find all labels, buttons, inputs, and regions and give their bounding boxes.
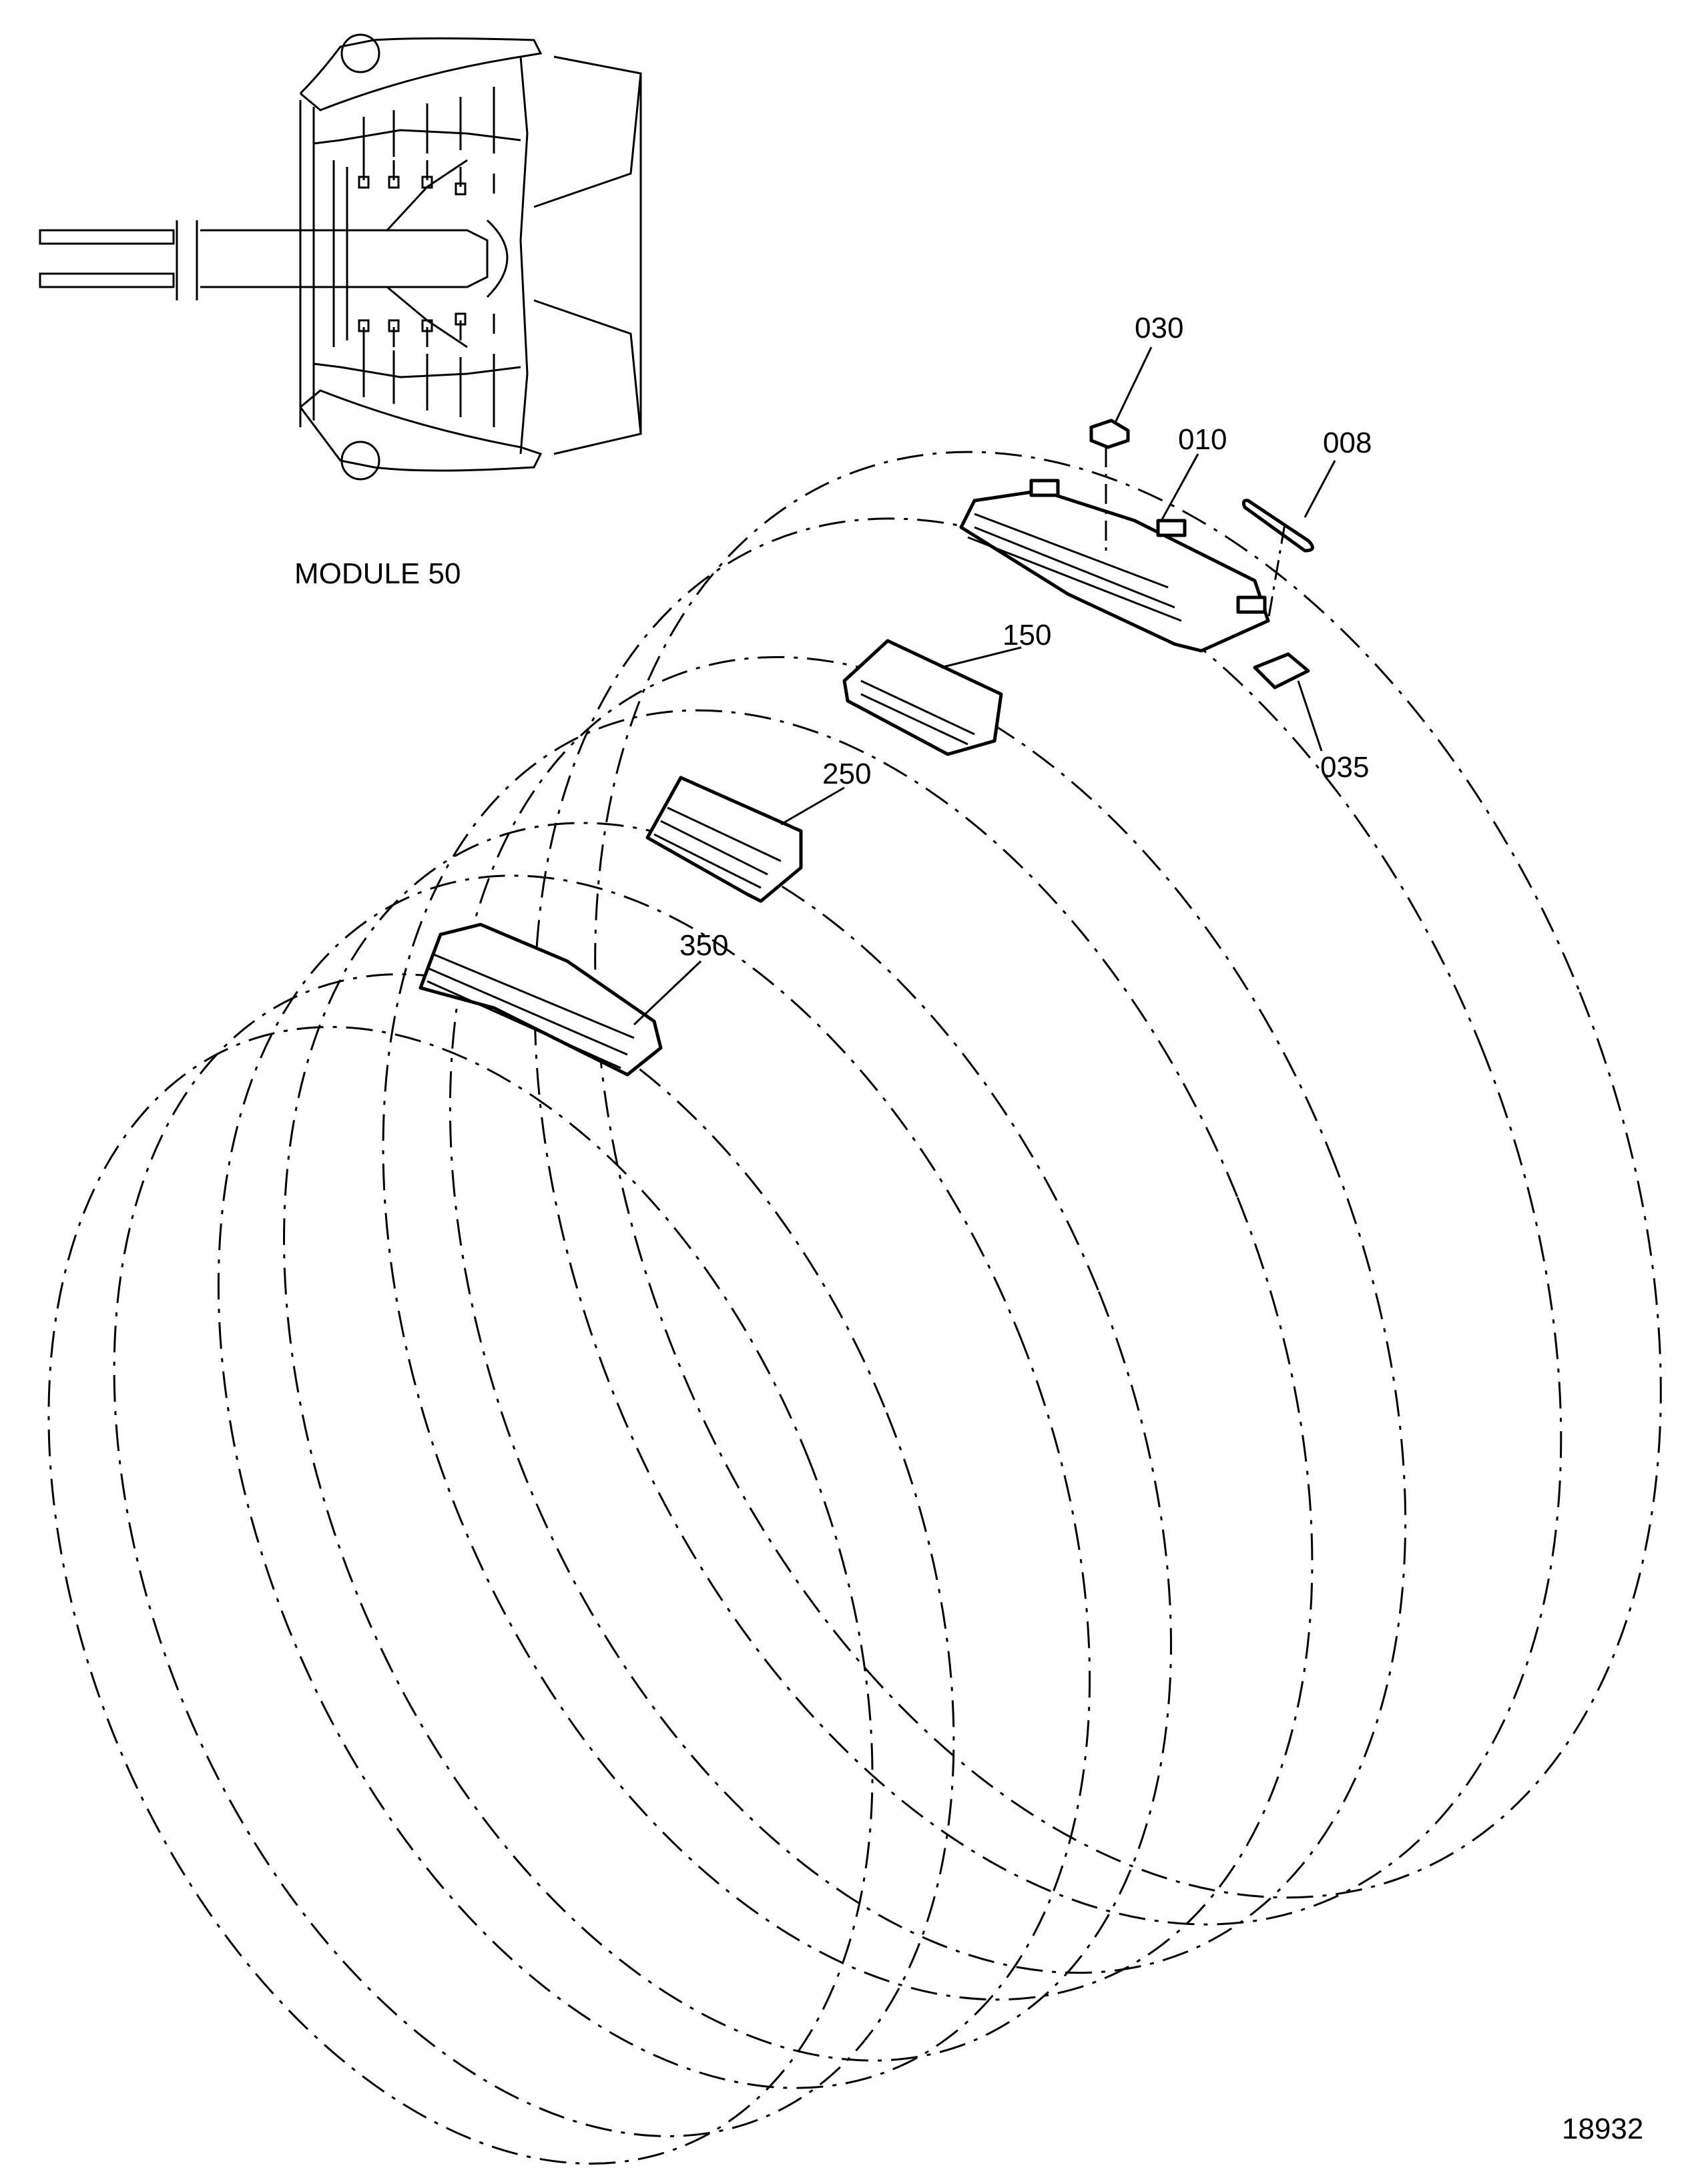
figure-number: 18932 bbox=[1562, 2113, 1644, 2145]
ring-stage-3-outer bbox=[283, 822, 1172, 2062]
ring-stage-3-inner bbox=[217, 874, 1091, 2089]
callout-150: 150 bbox=[1003, 619, 1052, 651]
inset-title: MODULE 50 bbox=[294, 557, 461, 590]
callout-035: 035 bbox=[1320, 751, 1370, 784]
callout-350: 350 bbox=[679, 929, 729, 962]
ring-stage-2-outer bbox=[449, 655, 1407, 1974]
ring-stage-1-outer bbox=[594, 451, 1662, 1899]
segment-010 bbox=[959, 479, 1270, 653]
module-50-cross-section bbox=[39, 33, 642, 481]
ring-stage-2-inner bbox=[382, 709, 1314, 2001]
pin-008 bbox=[1241, 499, 1314, 553]
segment-250 bbox=[645, 776, 803, 903]
stage-rings bbox=[47, 451, 1662, 2165]
segment-350 bbox=[418, 922, 663, 1077]
callout-250: 250 bbox=[822, 758, 872, 790]
segment-150 bbox=[842, 639, 1003, 756]
block-030 bbox=[1089, 419, 1130, 449]
ring-stage-4-inner bbox=[47, 1026, 874, 2165]
ring-stage-1-inner bbox=[533, 517, 1562, 1926]
plate-035 bbox=[1253, 652, 1310, 690]
callout-030: 030 bbox=[1135, 312, 1184, 344]
callout-010: 010 bbox=[1178, 423, 1227, 456]
ring-stage-4-outer bbox=[113, 973, 955, 2137]
callout-008: 008 bbox=[1323, 427, 1372, 459]
callout-leaders bbox=[633, 346, 1336, 1026]
